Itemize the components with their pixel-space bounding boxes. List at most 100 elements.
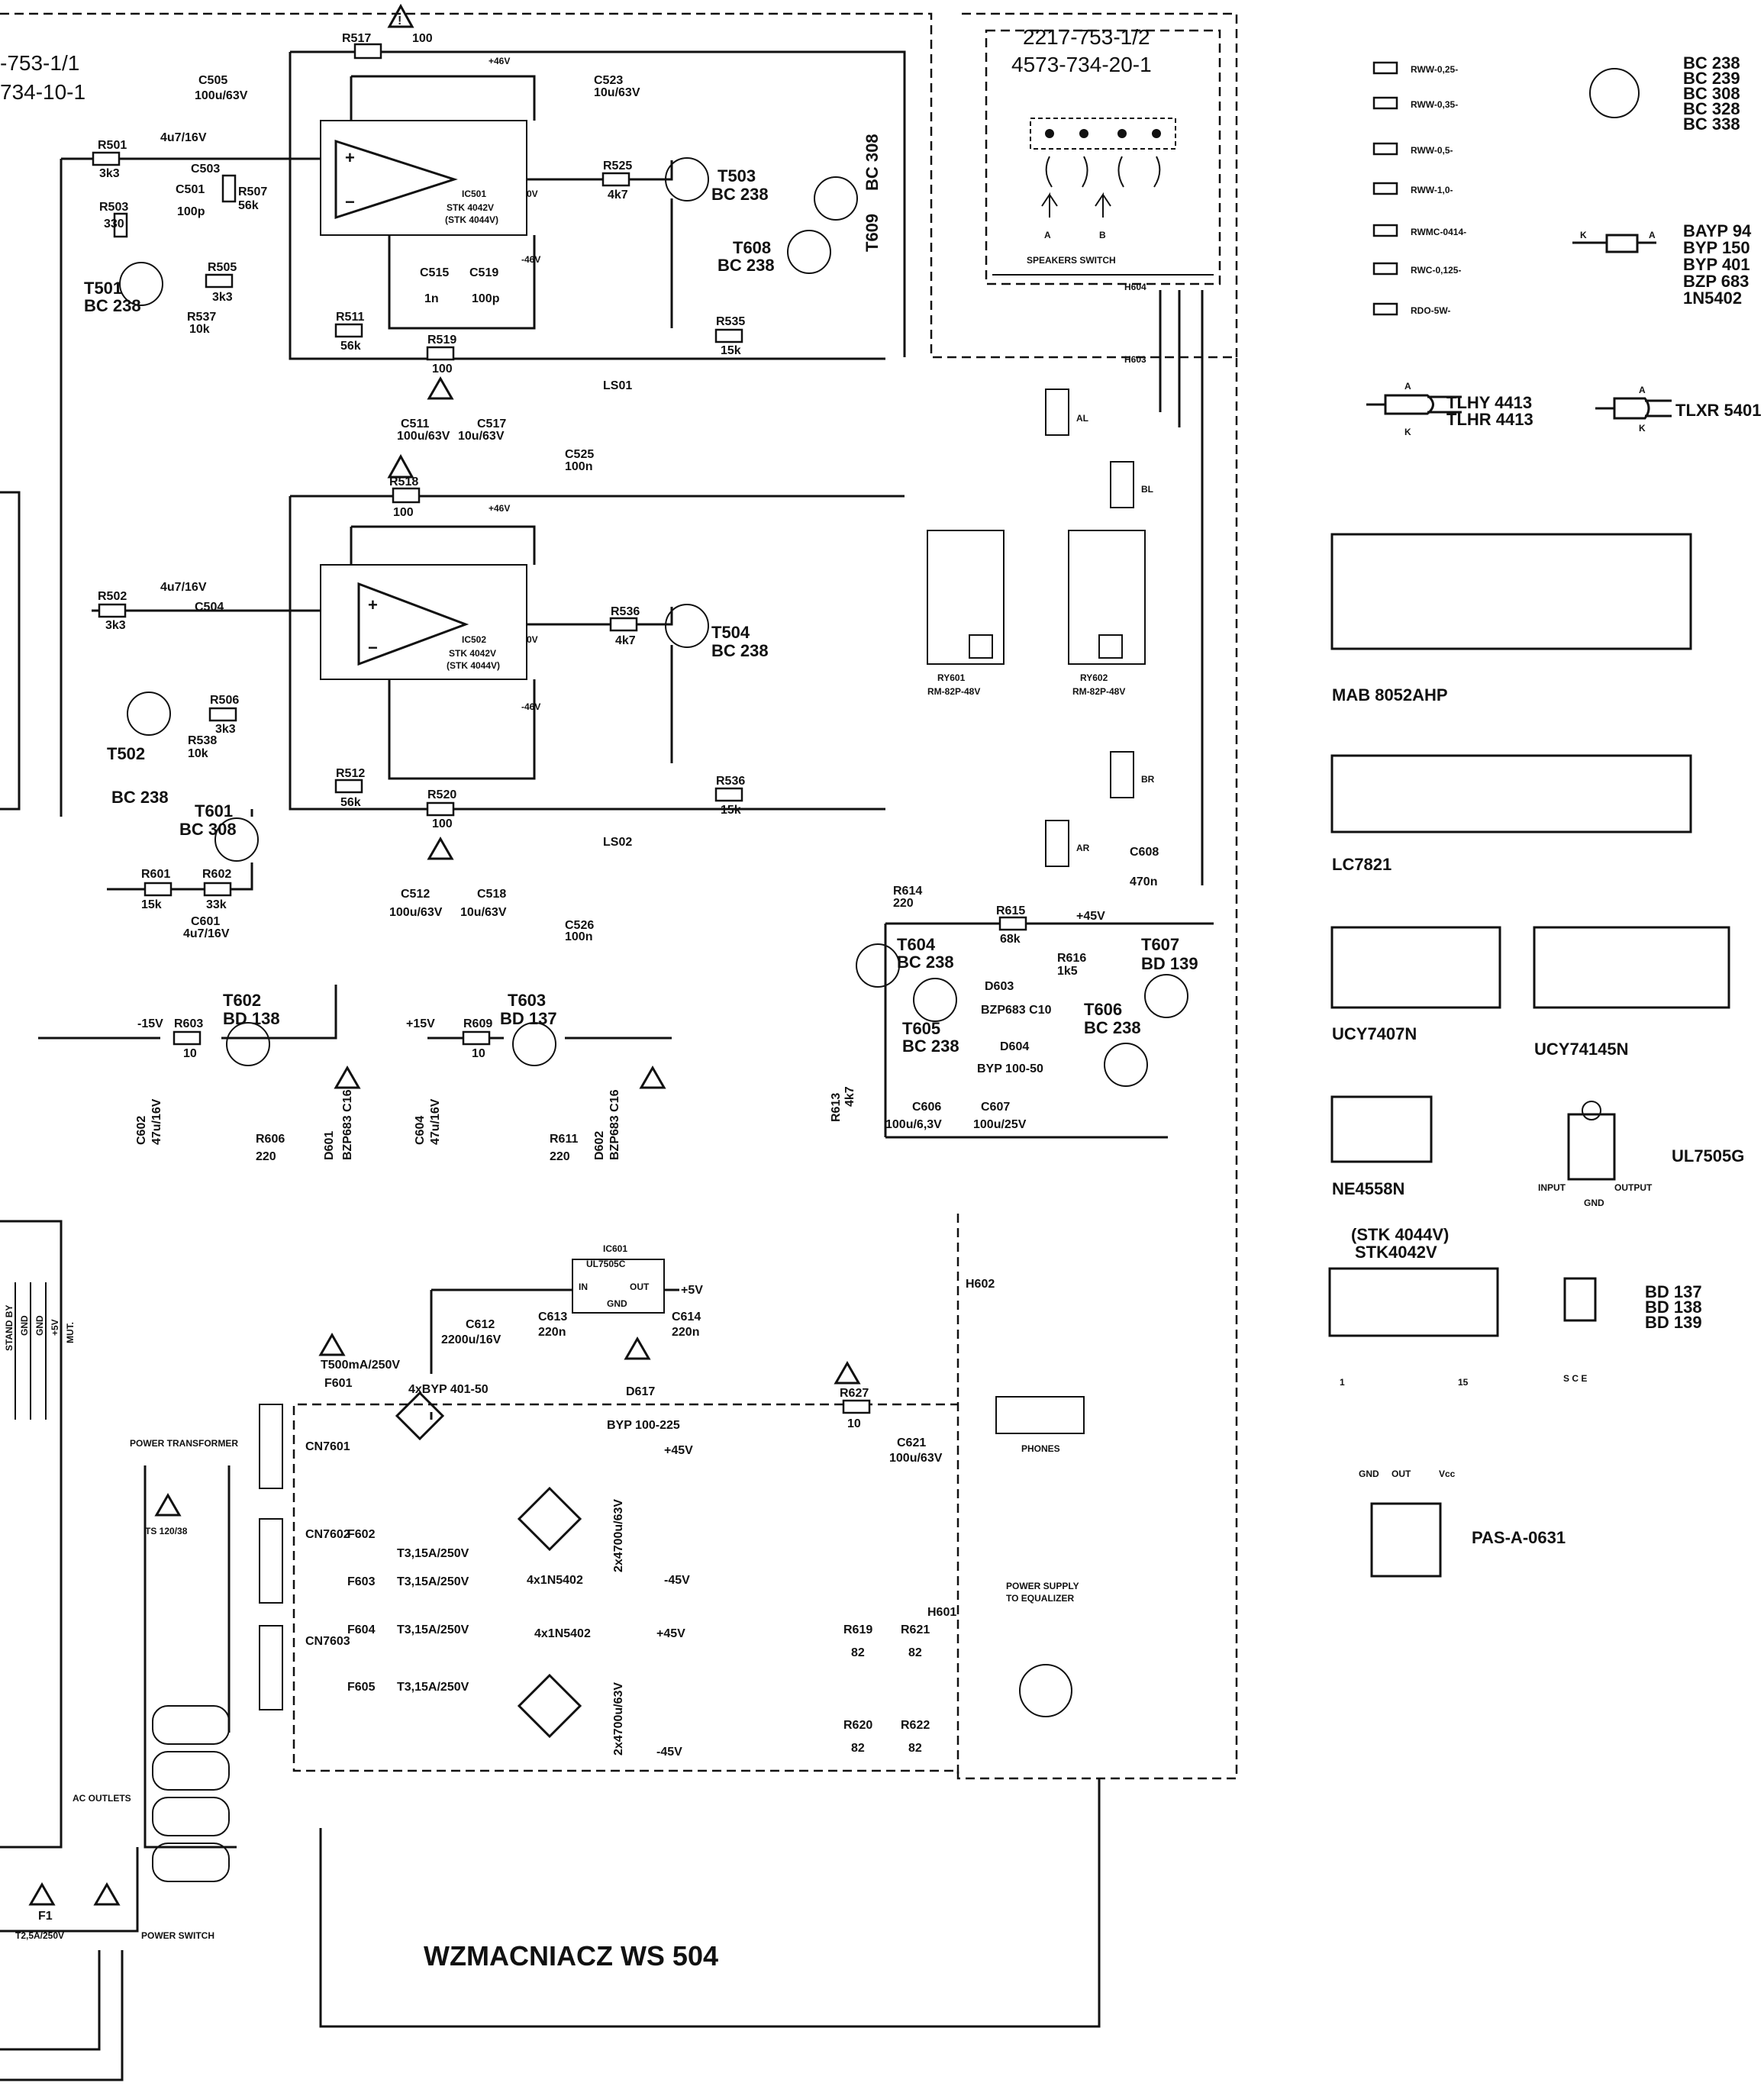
resistor-types: RWW-0,25- RWW-0,35- RWW-0,5- RWW-1,0- RW… bbox=[1372, 61, 1466, 316]
legend: RWW-0,25- RWW-0,35- RWW-0,5- RWW-1,0- RW… bbox=[1328, 53, 1762, 1578]
h601-label: H601 bbox=[927, 1606, 956, 1619]
h602-label: H602 bbox=[966, 1278, 995, 1291]
board-code-right-b: 4573-734-20-1 bbox=[1011, 53, 1152, 76]
svg-text:+: + bbox=[345, 148, 355, 167]
r505-label: R505 bbox=[208, 261, 237, 274]
t504-label: T504 bbox=[711, 623, 750, 642]
bd-type-0: BD 137 bbox=[1645, 1282, 1702, 1301]
ic502-minus-rail: -46V bbox=[521, 701, 540, 712]
t602-label: T602 bbox=[223, 991, 261, 1010]
ne4558-label: NE4558N bbox=[1332, 1179, 1404, 1198]
ic601-box bbox=[572, 1259, 665, 1314]
f605-value: T3,15A/250V bbox=[397, 1681, 469, 1694]
r602-resistor bbox=[203, 882, 232, 897]
r536b-value: 15k bbox=[721, 804, 741, 817]
r512-value: 56k bbox=[340, 796, 361, 809]
f602-value: T3,15A/250V bbox=[397, 1547, 469, 1560]
t608-label: T608 bbox=[733, 238, 771, 257]
ic502-name: IC502 bbox=[462, 634, 486, 645]
r613-label: R613 bbox=[830, 1093, 843, 1122]
channel-a: + − IC501 STK 4042V (STK 4044V) 0V +46V … bbox=[60, 3, 906, 817]
lc7821-chip bbox=[1330, 754, 1692, 833]
t603-transistor bbox=[512, 1022, 556, 1066]
r621-value: 82 bbox=[908, 1646, 922, 1659]
r511-label: R511 bbox=[336, 311, 364, 324]
led1-a-label: A bbox=[1404, 381, 1411, 392]
pas-label: PAS-A-0631 bbox=[1472, 1528, 1566, 1547]
c606-value: 100u/6,3V bbox=[885, 1118, 942, 1131]
c621-label: C621 bbox=[897, 1436, 926, 1449]
speaker-ar-label: AR bbox=[1076, 843, 1090, 853]
r619-value: 82 bbox=[851, 1646, 865, 1659]
r506-value: 3k3 bbox=[215, 723, 236, 736]
ry601-label: RY601 bbox=[937, 672, 966, 683]
c501-label: C501 bbox=[176, 183, 205, 196]
c606-label: C606 bbox=[912, 1101, 941, 1114]
c525-value: 100n bbox=[565, 460, 592, 473]
phones-label: PHONES bbox=[1021, 1443, 1060, 1454]
c604-value: 47u/16V bbox=[429, 1098, 442, 1145]
phones-jack bbox=[995, 1396, 1085, 1434]
t603-label: T603 bbox=[508, 991, 546, 1010]
ic601-name: IC601 bbox=[603, 1243, 627, 1254]
r503-label: R503 bbox=[99, 201, 128, 214]
r525-value: 4k7 bbox=[608, 189, 628, 202]
diode-type-0: BAYP 94 bbox=[1683, 221, 1752, 240]
power-supply-label: POWER SUPPLY bbox=[1006, 1581, 1079, 1591]
f603-value: T3,15A/250V bbox=[397, 1575, 469, 1588]
r502-label: R502 bbox=[98, 590, 127, 603]
r602-label: R602 bbox=[202, 868, 231, 881]
svg-text:+: + bbox=[368, 595, 378, 614]
ic501-out: 0V bbox=[527, 189, 538, 199]
plus45v-protect: +45V bbox=[1076, 910, 1105, 923]
t602-type: BD 138 bbox=[223, 1009, 280, 1028]
t608-type: BC 238 bbox=[718, 256, 775, 275]
speaker-br-terminal bbox=[1110, 751, 1134, 798]
ic502-out: 0V bbox=[527, 634, 538, 645]
plus15v-label: +15V bbox=[406, 1017, 435, 1030]
t608-transistor bbox=[787, 230, 831, 274]
ac-outlets-label: AC OUTLETS bbox=[73, 1793, 131, 1804]
r538-label: R538 bbox=[188, 734, 217, 747]
res-type-3: RWW-1,0- bbox=[1411, 185, 1453, 195]
d604-value: BYP 100-50 bbox=[977, 1062, 1043, 1075]
warning-icon bbox=[639, 1065, 666, 1089]
c613-label: C613 bbox=[538, 1311, 567, 1323]
d603-label: D603 bbox=[985, 980, 1014, 993]
c608-label: C608 bbox=[1130, 846, 1159, 859]
t501-transistor bbox=[119, 262, 163, 306]
ic501-box bbox=[320, 120, 527, 236]
minus45v-ps1: -45V bbox=[664, 1574, 690, 1587]
t601-transistor bbox=[214, 817, 259, 862]
t503-type: BC 238 bbox=[711, 185, 769, 204]
mab8052-chip bbox=[1330, 533, 1692, 650]
ucy74145-chip bbox=[1533, 926, 1730, 1009]
svg-text:−: − bbox=[368, 638, 378, 657]
warning-icon bbox=[387, 453, 414, 479]
switch-a-label: A bbox=[1044, 230, 1051, 240]
c503-label: C503 bbox=[191, 163, 220, 176]
r506-label: R506 bbox=[210, 694, 239, 707]
c601-label: C601 bbox=[191, 915, 220, 928]
equalizer-power-connector bbox=[1019, 1664, 1072, 1717]
t504-transistor bbox=[665, 604, 709, 648]
r615-value: 68k bbox=[1000, 933, 1021, 946]
t601-type: BC 308 bbox=[179, 820, 237, 839]
switch-b-label: B bbox=[1099, 230, 1106, 240]
pas-sensor bbox=[1370, 1502, 1442, 1578]
c608-value: 470n bbox=[1130, 875, 1157, 888]
bc-type-3: BC 328 bbox=[1683, 99, 1740, 118]
t503-transistor bbox=[665, 157, 709, 202]
mains-section: POWER TRANSFORMER TS 120/38 AC OUTLETS F… bbox=[0, 1438, 1101, 2081]
c525-label: C525 bbox=[565, 448, 594, 461]
diode-type-3: BZP 683 bbox=[1683, 272, 1749, 291]
c523-value: 10u/63V bbox=[594, 86, 640, 99]
r606-label: R606 bbox=[256, 1133, 285, 1146]
ic601-type: UL7505C bbox=[586, 1259, 626, 1269]
r503-resistor bbox=[113, 212, 128, 238]
c621-value: 100u/63V bbox=[889, 1452, 943, 1465]
r505-resistor bbox=[205, 273, 234, 289]
led2-type: TLXR 5401 bbox=[1675, 401, 1762, 420]
r616-label: R616 bbox=[1057, 952, 1086, 965]
ul7505-gnd: GND bbox=[1584, 1198, 1604, 1208]
